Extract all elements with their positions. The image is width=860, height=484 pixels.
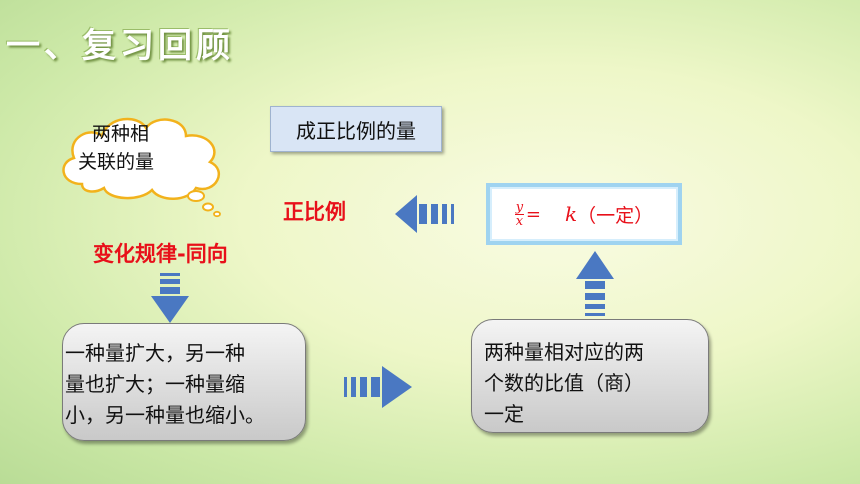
formula-box: y x = k （一定） <box>486 183 682 245</box>
ratio-line-2: 个数的比值（商） <box>484 371 644 395</box>
thought-cloud-icon <box>62 117 221 218</box>
cloud-line-1: 两种相 <box>92 123 150 145</box>
direct-proportion-quantities-box: 成正比例的量 <box>270 106 442 152</box>
fraction: y x <box>514 199 524 229</box>
formula-equals: = <box>525 203 541 225</box>
formula-constant-note: （一定） <box>577 204 654 227</box>
change-rule-line-3: 小，另一种量也缩小。 <box>65 403 265 427</box>
cloud-line-2: 关联的量 <box>78 151 155 173</box>
direct-proportion-label: 正比例 <box>283 200 346 224</box>
fraction-denominator: x <box>515 213 524 229</box>
cloud-text: 两种相 关联的量 <box>78 120 198 176</box>
arrow-up-icon <box>576 251 614 316</box>
arrow-right-icon <box>344 366 412 408</box>
change-rule-box: 一种量扩大，另一种 量也扩大；一种量缩 小，另一种量也缩小。 <box>62 323 306 441</box>
page-title: 一、复习回顾 <box>6 26 234 66</box>
direct-proportion-quantities-label: 成正比例的量 <box>296 118 416 143</box>
change-rule-line-1: 一种量扩大，另一种 <box>65 341 245 365</box>
ratio-line-1: 两种量相对应的两 <box>484 340 644 364</box>
arrow-left-icon <box>395 195 454 233</box>
ratio-constant-box: 两种量相对应的两 个数的比值（商） 一定 <box>471 319 709 433</box>
change-rule-label: 变化规律-同向 <box>93 242 228 266</box>
fraction-numerator: y <box>515 199 524 215</box>
formula-k: k <box>564 202 578 226</box>
arrow-down-icon <box>151 273 189 323</box>
ratio-line-3: 一定 <box>484 402 524 426</box>
change-rule-line-2: 量也扩大；一种量缩 <box>65 372 245 396</box>
